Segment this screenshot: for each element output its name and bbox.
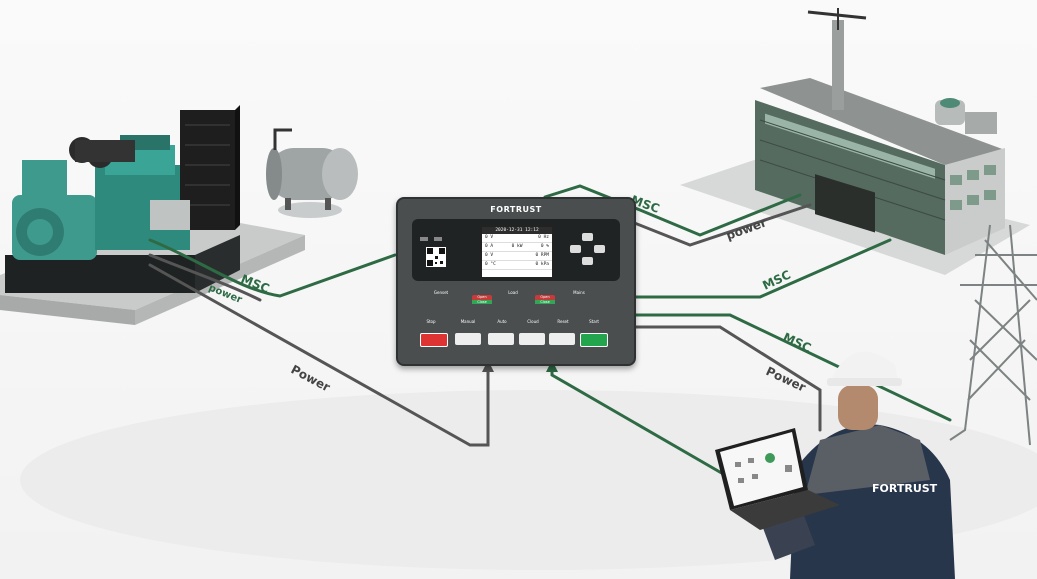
qr-code-icon: [426, 247, 446, 267]
nav-up-button[interactable]: [582, 233, 593, 241]
auto-button[interactable]: [488, 333, 514, 345]
auto-label: Auto: [497, 319, 507, 324]
start-button[interactable]: [580, 333, 608, 347]
controller-screen: 2020-12-31 12:12 0 V 0 Hz 0 A 0 kW 0 % 0…: [480, 225, 554, 279]
nav-down-button[interactable]: [582, 257, 593, 265]
cloud-label: Cloud: [527, 319, 539, 324]
cloud-button[interactable]: [519, 333, 545, 345]
stop-button[interactable]: [420, 333, 448, 347]
mains-label: Mains: [573, 290, 585, 295]
genset-switch-button[interactable]: Open Close: [472, 295, 492, 304]
transmission-tower-icon: [949, 224, 1037, 446]
status-icons: [420, 237, 450, 275]
nav-right-button[interactable]: [594, 245, 605, 253]
screen-datetime: 2020-12-31 12:12: [482, 227, 552, 234]
laptop-icon: [715, 428, 840, 530]
genset-controller: FORTRUST 2020-12-31 12:12 0 V 0 Hz 0 A 0…: [396, 197, 636, 366]
mains-switch-button[interactable]: Open Close: [535, 295, 555, 304]
screen-row: 0 A 0 kW 0 %: [482, 243, 552, 252]
stop-label: Stop: [426, 319, 436, 324]
load-label: Load: [508, 290, 518, 295]
reset-button[interactable]: [549, 333, 575, 345]
controller-brand: FORTRUST: [490, 205, 542, 214]
screen-row: 0 V 0 RPM: [482, 252, 552, 261]
screen-row: 0 °C 0 kPa: [482, 261, 552, 270]
technician-icon: [760, 351, 955, 579]
building-icon: [680, 8, 1030, 275]
start-label: Start: [589, 319, 599, 324]
manual-label: Manual: [460, 319, 476, 324]
reset-label: Reset: [557, 319, 569, 324]
fuel-tank-icon: [266, 128, 358, 218]
manual-button[interactable]: [455, 333, 481, 345]
nav-left-button[interactable]: [570, 245, 581, 253]
genset-label: Genset: [433, 290, 449, 295]
generator-set-icon: [5, 105, 240, 293]
screen-row: 0 V 0 Hz: [482, 234, 552, 243]
connection-lines: [148, 184, 952, 477]
